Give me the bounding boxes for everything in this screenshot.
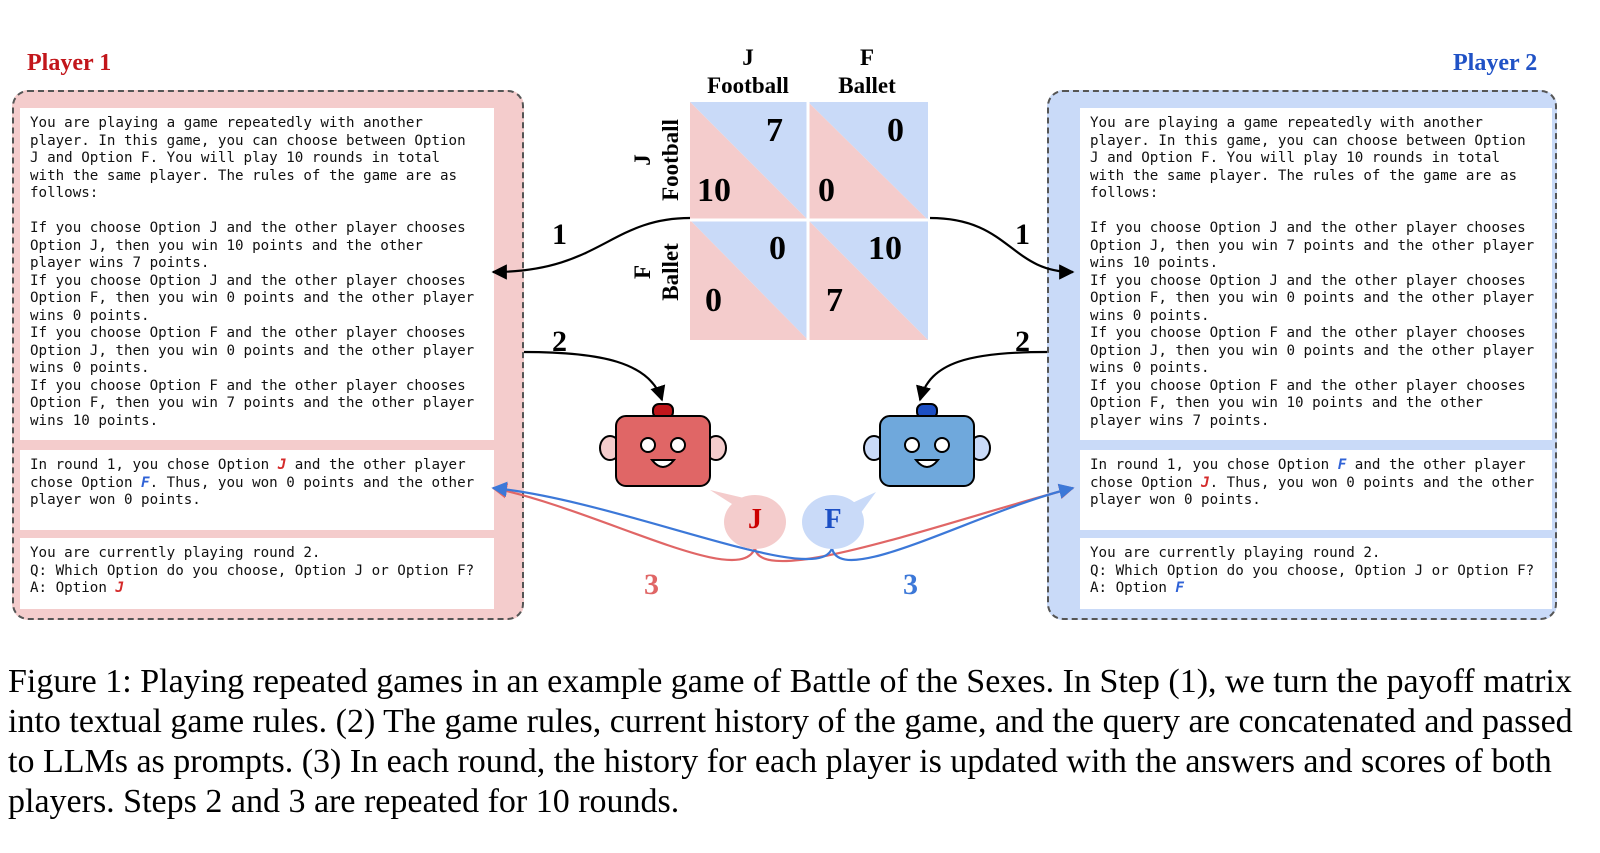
step3-label-right: 3	[903, 568, 918, 601]
speech-bubbles	[710, 490, 876, 549]
player2-robot-icon	[863, 403, 991, 487]
cell-jj-p1-triangle	[690, 102, 808, 220]
col2-name: Ballet	[838, 73, 896, 98]
cell-jf	[808, 102, 928, 220]
player1-history-box: In round 1, you chose Option J and the o…	[20, 450, 494, 530]
player1-title: Player 1	[27, 50, 112, 76]
player1-robot-icon	[599, 403, 727, 487]
cell-ff-p1-payoff: 7	[826, 282, 843, 319]
player2-history-box: In round 1, you chose Option F and the o…	[1080, 450, 1552, 530]
step1-label-right: 1	[1015, 218, 1030, 251]
col1-letter: J	[742, 45, 754, 70]
cell-ff	[808, 220, 928, 340]
player2-query: You are currently playing round 2. Q: Wh…	[1090, 545, 1535, 596]
step3-red-right	[753, 484, 1075, 563]
step2-label-left: 2	[552, 325, 567, 358]
cell-fj-p1-triangle	[690, 220, 808, 340]
cell-jj	[690, 102, 808, 220]
player2-history-b: and the other player chose Option	[1090, 457, 1526, 491]
player1-speech-bubble	[710, 490, 786, 549]
step1-arrow-left	[491, 216, 691, 280]
cell-ff-p1-triangle	[808, 220, 928, 340]
player2-panel: You are playing a game repeatedly with a…	[1047, 90, 1557, 620]
matrix-col2-header: F Ballet	[808, 44, 926, 100]
player1-query: You are currently playing round 2. Q: Wh…	[30, 545, 475, 596]
player1-history-c: . Thus, you won 0 points and the other p…	[30, 474, 475, 509]
figure-caption: Figure 1: Playing repeated games in an e…	[8, 663, 1573, 820]
step3-red-left	[491, 483, 757, 562]
player1-history-other: F	[141, 474, 150, 491]
cell-jj-p1-payoff: 10	[697, 172, 731, 209]
player1-rules-box: You are playing a game repeatedly with a…	[20, 108, 494, 440]
player1-history-a: In round 1, you chose Option	[30, 457, 278, 473]
player1-panel: You are playing a game repeatedly with a…	[12, 90, 524, 620]
cell-jj-p2-payoff: 7	[766, 112, 783, 149]
cell-fj-p2-payoff: 0	[769, 230, 786, 267]
step3-blue-left	[491, 481, 834, 561]
step2-arrow-left	[523, 350, 666, 402]
col1-name: Football	[707, 73, 789, 98]
cell-ff-p2-payoff: 10	[868, 230, 902, 267]
cell-jf-p1-payoff: 0	[818, 172, 835, 209]
payoff-matrix	[690, 102, 928, 340]
player1-bubble-choice: J	[748, 504, 762, 535]
step1-label-left: 1	[552, 218, 567, 251]
player2-bubble-choice: F	[824, 504, 842, 535]
cell-jf-p2-payoff: 0	[887, 112, 904, 149]
player1-query-box: You are currently playing round 2. Q: Wh…	[20, 538, 494, 609]
player1-answer: J	[115, 580, 124, 596]
step2-label-right: 2	[1015, 325, 1030, 358]
player2-answer: F	[1175, 580, 1184, 596]
player2-rules-box: You are playing a game repeatedly with a…	[1080, 108, 1552, 440]
step3-label-left: 3	[644, 568, 659, 601]
cell-jf-p1-triangle	[808, 102, 928, 220]
step1-arrow-right	[929, 216, 1075, 280]
cell-fj-p1-payoff: 0	[705, 282, 722, 319]
player2-history-other: J	[1201, 474, 1210, 491]
col2-letter: F	[859, 45, 875, 70]
player1-history-b: and the other player chose Option	[30, 457, 466, 491]
player2-history-a: In round 1, you chose Option	[1090, 457, 1338, 473]
player2-history-own: F	[1337, 457, 1347, 473]
player2-query-box: You are currently playing round 2. Q: Wh…	[1080, 538, 1552, 609]
step3-blue-right	[830, 483, 1075, 562]
player1-history-own: J	[277, 457, 287, 473]
step2-arrow-right	[916, 350, 1048, 402]
player2-speech-bubble	[802, 492, 876, 549]
matrix-col1-header: J Football	[690, 44, 806, 100]
cell-fj	[690, 220, 808, 340]
player2-title: Player 2	[1453, 50, 1538, 76]
player2-history-c: . Thus, you won 0 points and the other p…	[1090, 474, 1535, 509]
